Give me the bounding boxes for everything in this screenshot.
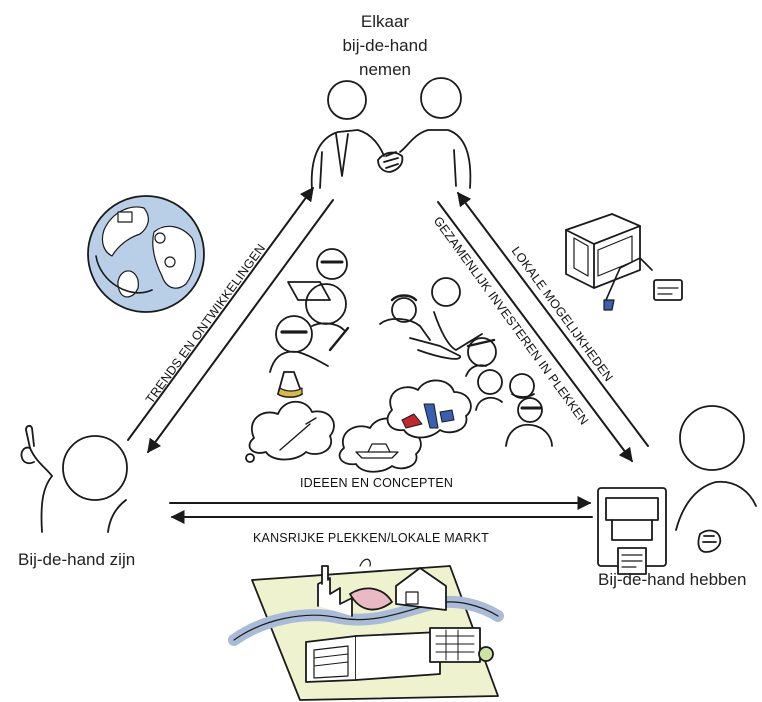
arrow-right-down xyxy=(437,201,633,463)
node-top-line-3: nemen xyxy=(359,60,411,79)
flow-label-ideas: IDEEEN EN CONCEPTEN xyxy=(300,476,454,490)
cloud-ideas-middle xyxy=(338,417,422,473)
node-top-line-2: bij-de-hand xyxy=(342,36,428,55)
arrow-right-up xyxy=(457,191,649,447)
globe-icon xyxy=(87,195,205,313)
arrow-left-down xyxy=(147,199,334,454)
people-working-illustration xyxy=(269,248,553,447)
person-pointing-illustration xyxy=(20,424,128,533)
workshop-machine-illustration xyxy=(565,213,683,311)
node-label-left: Bij-de-hand zijn xyxy=(18,550,136,569)
handshake-illustration xyxy=(310,77,472,191)
node-label-top: Elkaar bij-de-hand nemen xyxy=(300,10,470,82)
map-illustration xyxy=(228,558,504,701)
flow-label-places-market: KANSRIJKE PLEKKEN/LOKALE MARKT xyxy=(253,531,489,545)
cloud-ideas-right xyxy=(386,379,472,439)
cloud-ideas-left xyxy=(245,400,335,463)
arrow-left-up xyxy=(127,186,314,441)
node-top-line-1: Elkaar xyxy=(360,12,410,31)
node-label-right: Bij-de-hand hebben xyxy=(598,570,747,589)
person-printer-illustration xyxy=(597,405,757,575)
